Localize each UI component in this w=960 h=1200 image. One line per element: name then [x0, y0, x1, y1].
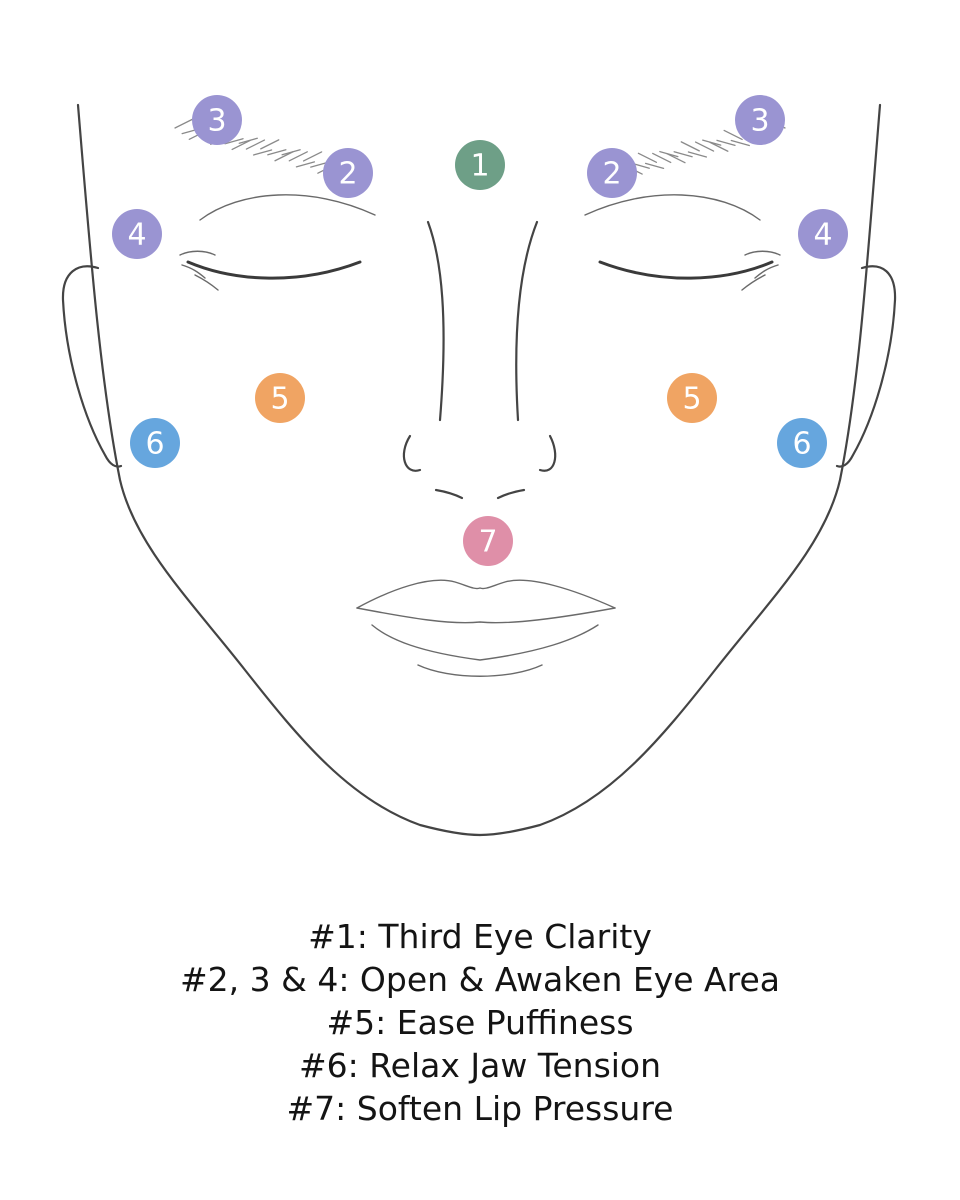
marker-label: 5: [682, 382, 701, 417]
eyebrow-hair: [295, 161, 316, 168]
nostril-right: [538, 434, 557, 472]
lower-lip: [371, 624, 599, 661]
eyebrow-hair: [231, 139, 251, 151]
legend-line-4: #6: Relax Jaw Tension: [298, 1046, 662, 1085]
marker-4: 4: [112, 209, 162, 259]
marker-circle: [112, 209, 162, 259]
marker-7: 7: [463, 516, 513, 566]
marker-circle: [798, 209, 848, 259]
marker-3: 3: [192, 95, 242, 145]
marker-circle: [255, 373, 305, 423]
marker-circle: [587, 148, 637, 198]
face-outline-left: [76, 103, 482, 837]
eyelid-crease-right: [584, 194, 761, 221]
nostril-left: [402, 434, 422, 472]
lash-left-2: [181, 264, 206, 279]
marker-circle: [463, 516, 513, 566]
ear-left: [61, 265, 123, 468]
eyebrow-hair: [694, 141, 715, 152]
marker-circle: [130, 418, 180, 468]
nose-base-right: [496, 488, 526, 500]
marker-3: 3: [735, 95, 785, 145]
marker-label: 3: [750, 104, 769, 139]
eyelid-crease-left: [199, 194, 376, 221]
lash-right-1: [744, 250, 781, 256]
eyebrow-hair: [666, 153, 686, 164]
eyebrow-hair: [652, 152, 672, 164]
eyebrow-hair: [730, 139, 750, 147]
marker-2: 2: [587, 148, 637, 198]
eyebrow-hair: [723, 129, 743, 141]
marker-5: 5: [667, 373, 717, 423]
lash-left-3: [194, 274, 219, 291]
chin-crease: [417, 664, 543, 677]
marker-6: 6: [130, 418, 180, 468]
marker-label: 6: [145, 427, 164, 462]
eyebrow-hair: [288, 151, 308, 162]
marker-circle: [455, 140, 505, 190]
nose-bridge-left: [426, 220, 445, 422]
eyebrow-hair: [702, 139, 722, 146]
legend: #1: Third Eye Clarity #2, 3 & 4: Open & …: [0, 915, 960, 1130]
eyebrow-hair: [716, 139, 736, 146]
marker-1: 1: [455, 140, 505, 190]
eyebrow-hair: [659, 150, 679, 158]
eyebrow-hair: [673, 151, 693, 158]
eyebrow-hair: [238, 137, 258, 144]
eyebrow-hair: [174, 118, 194, 129]
marker-circle: [323, 148, 373, 198]
marker-layer: 1 2 2 3 3 4 4 5 5 6 6 7: [112, 95, 848, 566]
marker-4: 4: [798, 209, 848, 259]
legend-line-1: #1: Third Eye Clarity: [308, 917, 652, 956]
eyebrow-hair: [709, 141, 729, 152]
eyebrow-hair: [252, 149, 273, 156]
eyebrow-hair: [644, 162, 665, 170]
marker-label: 6: [792, 427, 811, 462]
marker-2: 2: [323, 148, 373, 198]
marker-label: 4: [127, 218, 146, 253]
legend-line-2: #2, 3 & 4: Open & Awaken Eye Area: [180, 960, 780, 999]
marker-label: 1: [470, 149, 489, 184]
eyebrow-hair: [687, 151, 708, 158]
eyebrow-hair: [260, 139, 280, 150]
nose-base-left: [434, 488, 464, 500]
closed-eye-left: [186, 260, 362, 280]
closed-eye-right: [598, 260, 774, 280]
ear-right: [835, 265, 897, 468]
legend-line-3: #5: Ease Puffiness: [326, 1003, 634, 1042]
eyebrow-hair: [245, 139, 266, 150]
marker-label: 4: [813, 218, 832, 253]
eyebrow-hair: [680, 141, 700, 152]
marker-circle: [667, 373, 717, 423]
legend-line-5: #7: Soften Lip Pressure: [286, 1089, 674, 1128]
marker-label: 2: [338, 157, 357, 192]
marker-label: 5: [270, 382, 289, 417]
eyebrow-hair: [302, 151, 323, 162]
marker-label: 7: [478, 525, 497, 560]
eyebrow-hair: [267, 149, 287, 156]
marker-label: 3: [207, 104, 226, 139]
lash-left-1: [179, 250, 216, 256]
marker-circle: [192, 95, 242, 145]
eyebrow-hair: [224, 138, 244, 145]
marker-circle: [735, 95, 785, 145]
marker-label: 2: [602, 157, 621, 192]
marker-6: 6: [777, 418, 827, 468]
lash-right-2: [754, 264, 779, 279]
marker-circle: [777, 418, 827, 468]
lip-line: [356, 607, 616, 624]
nose-bridge-right: [515, 220, 539, 422]
upper-lip: [356, 579, 616, 609]
eyebrow-hair: [637, 152, 658, 163]
marker-5: 5: [255, 373, 305, 423]
eyebrow-hair: [281, 149, 301, 156]
face-outline-right: [478, 103, 882, 837]
eyebrow-hair: [274, 151, 294, 162]
face-diagram: 1 2 2 3 3 4 4 5 5 6 6 7: [61, 95, 897, 837]
lash-right-3: [741, 274, 766, 291]
